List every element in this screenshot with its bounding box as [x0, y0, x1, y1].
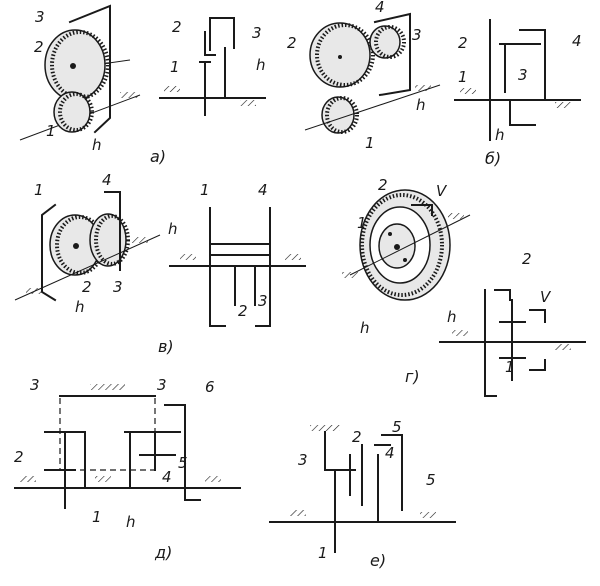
panel-a-sketch — [19, 4, 141, 141]
panel-e: 3 2 5 4 5 1 е) — [269, 418, 456, 570]
label-g-hb: h — [447, 308, 457, 326]
panel-v-schematic — [169, 207, 306, 327]
label-a-hb: h — [256, 56, 266, 74]
label-b-1: 1 — [365, 134, 375, 152]
label-g-V: V — [436, 182, 448, 200]
label-g-2b: 2 — [522, 250, 532, 268]
caption-e: е) — [370, 551, 386, 570]
label-g-1b: 1 — [505, 358, 515, 376]
caption-b: б) — [485, 149, 501, 168]
label-d-3b: 3 — [157, 376, 167, 394]
label-a-2: 2 — [34, 38, 44, 56]
label-e-4: 4 — [385, 444, 395, 462]
label-a-1b: 1 — [170, 58, 180, 76]
label-d-3: 3 — [30, 376, 40, 394]
panel-v-sketch — [14, 191, 161, 302]
panel-g-sketch — [342, 189, 471, 301]
label-g-h: h — [360, 319, 370, 337]
label-b-2: 2 — [287, 34, 297, 52]
label-b-2b: 2 — [458, 34, 468, 52]
label-d-1: 1 — [92, 508, 102, 526]
panel-b-sketch — [304, 12, 441, 134]
label-d-h: h — [126, 513, 136, 531]
label-d-4: 4 — [162, 468, 172, 486]
label-b-3b: 3 — [518, 66, 528, 84]
label-v-2: 2 — [82, 278, 92, 296]
label-d-2: 2 — [14, 448, 24, 466]
panel-d: 3 3 6 2 5 4 1 h д) — [14, 376, 241, 562]
label-v-4: 4 — [102, 171, 112, 189]
label-e-2: 2 — [352, 428, 362, 446]
label-a-3: 3 — [35, 8, 45, 26]
label-b-4: 4 — [375, 0, 385, 16]
panel-b-schematic — [454, 19, 581, 141]
caption-v: в) — [158, 337, 174, 356]
panel-a-schematic — [159, 17, 266, 116]
label-d-5: 5 — [178, 454, 188, 472]
label-b-4b: 4 — [572, 32, 582, 50]
caption-a: а) — [150, 147, 166, 166]
caption-d: д) — [154, 543, 172, 562]
label-g-1: 1 — [357, 214, 367, 232]
label-a-1: 1 — [46, 122, 56, 140]
label-e-h: 5 — [426, 471, 436, 489]
panel-g: 2 V 1 h 2 V h 1 г) — [342, 176, 586, 397]
label-v-3: 3 — [113, 278, 123, 296]
panel-g-schematic — [439, 289, 586, 397]
label-g-Vb: V — [540, 288, 552, 306]
label-v-2b: 2 — [238, 302, 248, 320]
label-v-h: h — [75, 298, 85, 316]
label-a-2b: 2 — [172, 18, 182, 36]
label-v-1: 1 — [34, 181, 44, 199]
label-e-5: 5 — [392, 418, 402, 436]
label-b-h: h — [416, 96, 426, 114]
label-v-4b: 4 — [258, 181, 268, 199]
panel-d-schematic — [14, 384, 241, 509]
label-e-1: 1 — [318, 544, 328, 562]
panel-v: 1 4 2 3 h 1 4 h 2 3 в) — [14, 171, 306, 356]
label-b-hb: h — [495, 126, 505, 144]
label-d-6: 6 — [205, 378, 215, 396]
panel-a: 3 2 1 h 2 3 1 h а) — [19, 4, 266, 166]
label-v-3b: 3 — [258, 292, 268, 310]
label-e-3: 3 — [298, 451, 308, 469]
label-a-h: h — [92, 136, 102, 154]
label-g-2: 2 — [378, 176, 388, 194]
caption-g: г) — [405, 367, 420, 386]
panel-e-schematic — [269, 425, 456, 553]
label-b-1b: 1 — [458, 68, 468, 86]
panel-b: 4 3 2 1 h 2 4 1 3 h б) — [287, 0, 582, 168]
label-a-3b: 3 — [252, 24, 262, 42]
label-v-hb: h — [168, 220, 178, 238]
label-b-3: 3 — [412, 26, 422, 44]
label-v-1b: 1 — [200, 181, 210, 199]
